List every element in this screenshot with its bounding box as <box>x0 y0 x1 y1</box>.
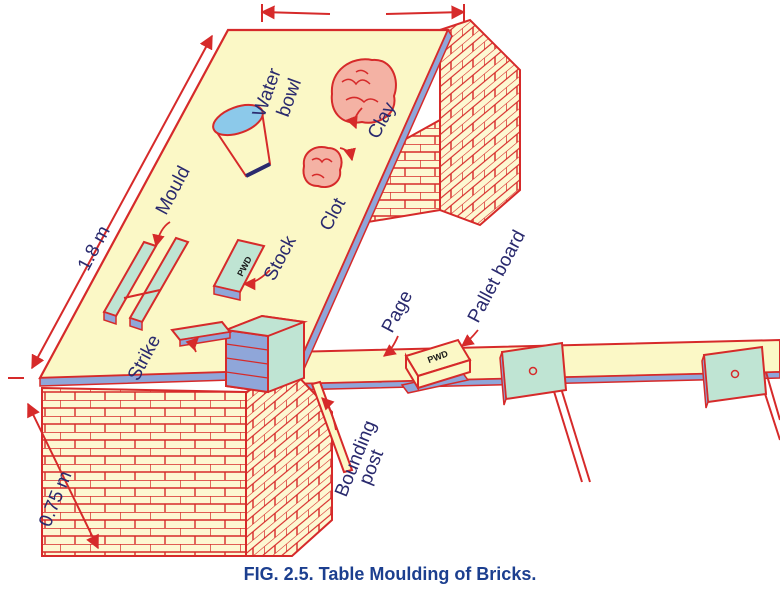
stock: PWD <box>212 238 266 301</box>
rail-plate-1 <box>499 341 568 406</box>
rail-plate-2 <box>701 345 768 409</box>
pallet-board-label: Pallet board <box>464 227 530 326</box>
pallet-board: PWD <box>400 338 472 394</box>
clot <box>302 146 343 188</box>
figure-caption: FIG. 2.5. Table Moulding of Bricks. <box>244 564 537 584</box>
stacked-boards <box>222 314 308 394</box>
table-back-pillar <box>349 18 521 227</box>
bolt-icon <box>730 369 740 379</box>
table-front-wall <box>41 368 333 557</box>
page-label: Page <box>378 287 417 336</box>
dimension-lines <box>8 4 466 550</box>
water-bowl <box>212 103 272 178</box>
bolt-icon <box>528 366 538 376</box>
